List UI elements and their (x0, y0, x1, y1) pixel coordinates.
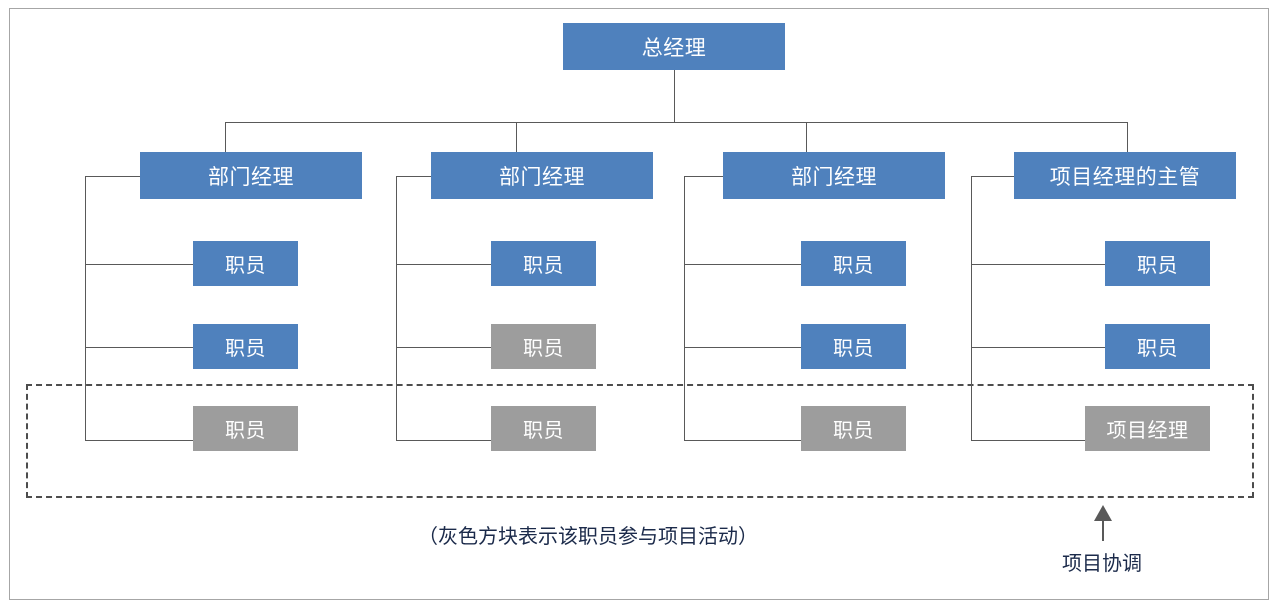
node-col2-child-2[interactable]: 职员 (491, 324, 596, 369)
project-activity-boundary (26, 384, 1254, 498)
node-col3-child-3[interactable]: 职员 (801, 406, 906, 451)
node-col1-child-2[interactable]: 职员 (193, 324, 298, 369)
connector-drop-col3 (806, 122, 807, 176)
connector-child1-col4 (971, 264, 1106, 265)
node-col3-header[interactable]: 部门经理 (723, 152, 945, 199)
connector-spine-col4 (971, 176, 972, 440)
connector-spine-col2 (396, 176, 397, 440)
connector-drop-col1 (225, 122, 226, 176)
arrow-shaft (1102, 521, 1104, 541)
connector-drop-col2 (516, 122, 517, 176)
node-col2-child-3[interactable]: 职员 (491, 406, 596, 451)
connector-child1-col2 (396, 264, 492, 265)
node-col4-child-3-project-manager[interactable]: 项目经理 (1085, 406, 1210, 451)
connector-drop-col4 (1127, 122, 1128, 176)
connector-child3-col2 (396, 440, 492, 441)
connector-child3-col3 (684, 440, 802, 441)
node-col1-header[interactable]: 部门经理 (140, 152, 362, 199)
node-col4-child-1[interactable]: 职员 (1105, 241, 1210, 286)
connector-child2-col1 (85, 347, 194, 348)
arrow-label-project-coordination: 项目协调 (1062, 553, 1142, 575)
node-col4-child-2[interactable]: 职员 (1105, 324, 1210, 369)
connector-header-col4 (971, 176, 1015, 177)
legend-caption: （灰色方块表示该职员参与项目活动） (418, 526, 758, 548)
connector-header-col3 (684, 176, 724, 177)
connector-spine-col3 (684, 176, 685, 440)
node-col4-header[interactable]: 项目经理的主管 (1014, 152, 1236, 199)
connector-child1-col3 (684, 264, 802, 265)
connector-header-col1 (85, 176, 141, 177)
up-arrow-icon (1094, 505, 1112, 521)
node-general-manager[interactable]: 总经理 (563, 23, 785, 70)
node-col3-child-2[interactable]: 职员 (801, 324, 906, 369)
node-col2-header[interactable]: 部门经理 (431, 152, 653, 199)
connector-bus-horizontal (225, 122, 1128, 123)
node-col2-child-1[interactable]: 职员 (491, 241, 596, 286)
node-col1-child-3[interactable]: 职员 (193, 406, 298, 451)
connector-child3-col4 (971, 440, 1106, 441)
connector-child2-col3 (684, 347, 802, 348)
outer-frame (9, 8, 1269, 600)
connector-header-col2 (396, 176, 432, 177)
node-col1-child-1[interactable]: 职员 (193, 241, 298, 286)
connector-child1-col1 (85, 264, 194, 265)
connector-child3-col1 (85, 440, 194, 441)
connector-child2-col2 (396, 347, 492, 348)
connector-trunk-vertical (674, 70, 675, 122)
node-col3-child-1[interactable]: 职员 (801, 241, 906, 286)
connector-child2-col4 (971, 347, 1106, 348)
connector-spine-col1 (85, 176, 86, 440)
